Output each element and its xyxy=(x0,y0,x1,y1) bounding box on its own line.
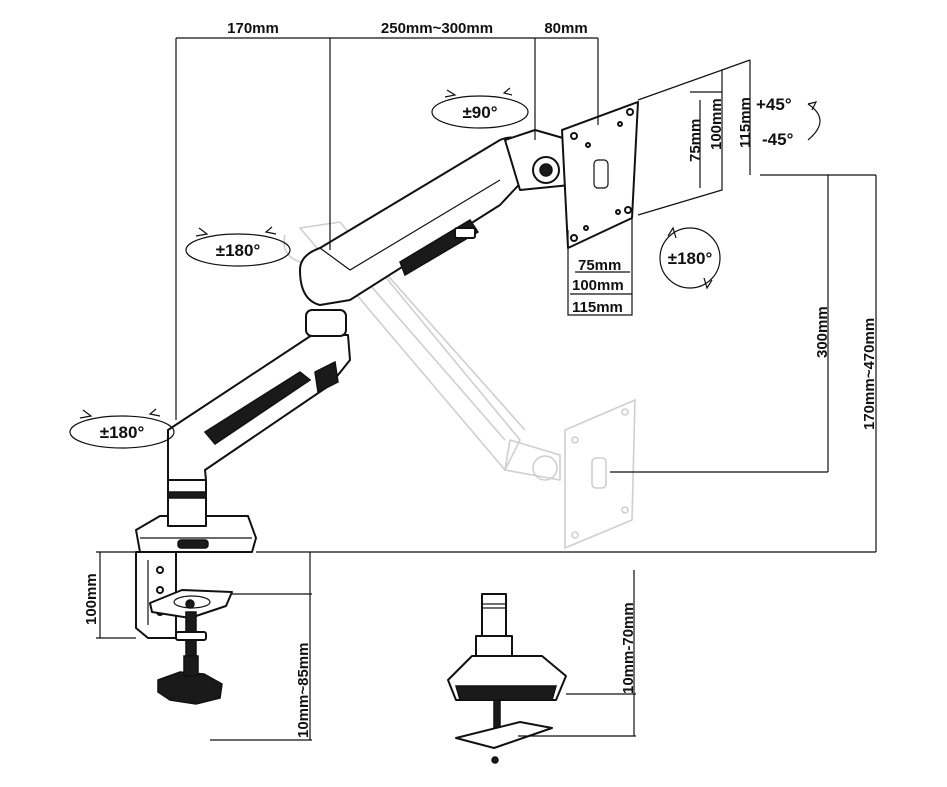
rot-upper-arm-180: ±180° xyxy=(216,241,261,260)
dim-vesa-h-75mm: 75mm xyxy=(578,257,621,274)
rot-head-90: ±90° xyxy=(462,103,497,122)
grommet-dimensions: 10mm-70mm xyxy=(518,570,637,737)
dim-vesa-v-100mm: 100mm xyxy=(708,98,725,150)
rotation-head-swivel: ±90° xyxy=(431,87,529,129)
elbow-joint xyxy=(305,309,347,337)
dim-170mm: 170mm xyxy=(227,20,279,37)
c-clamp xyxy=(135,551,233,705)
dim-vesa-h-100mm: 100mm xyxy=(572,277,624,294)
grommet-plate xyxy=(455,721,553,749)
dim-vesa-v-75mm: 75mm xyxy=(687,119,704,162)
rot-lower-arm-180: ±180° xyxy=(100,423,145,442)
dim-vesa-v-115mm: 115mm xyxy=(737,97,754,148)
dim-grommet-10-70mm: 10mm-70mm xyxy=(620,602,637,694)
rotation-lower-arm: ±180° xyxy=(69,408,175,449)
dim-300mm: 300mm xyxy=(814,306,831,358)
monitor-arm xyxy=(135,101,639,553)
vesa-plate xyxy=(561,101,639,249)
rot-tilt-up: +45° xyxy=(756,95,792,114)
ghost-arm-lowered xyxy=(283,221,636,550)
clamp-dimensions: 100mm 10mm~85mm xyxy=(83,551,312,741)
rot-vesa-180: ±180° xyxy=(668,249,713,268)
rot-tilt-down: -45° xyxy=(762,130,794,149)
base-plate-pad xyxy=(177,539,209,549)
vesa-dimensions: 75mm 100mm 115mm 75mm 100mm 115mm xyxy=(567,59,754,316)
clamp-knob xyxy=(157,671,223,705)
dim-170-470mm: 170mm~470mm xyxy=(861,318,878,430)
dim-clamp-100mm: 100mm xyxy=(83,573,100,625)
dim-250-300mm: 250mm~300mm xyxy=(381,20,493,37)
dim-vesa-h-115mm: 115mm xyxy=(572,299,623,316)
top-dimensions: 170mm 250mm~300mm 80mm xyxy=(175,20,599,420)
dim-clamp-10-85mm: 10mm~85mm xyxy=(295,643,312,738)
pole xyxy=(167,479,207,527)
rotation-upper-arm: ±180° xyxy=(185,226,291,267)
rotation-vesa: ±180° xyxy=(659,226,721,290)
height-dimensions: 300mm 170mm~470mm xyxy=(256,174,878,553)
upper-arm xyxy=(299,136,529,306)
grommet-mount xyxy=(447,593,567,764)
dim-80mm: 80mm xyxy=(544,20,587,37)
rotation-tilt: +45° -45° xyxy=(756,95,821,149)
grommet-pole-top xyxy=(481,593,507,637)
